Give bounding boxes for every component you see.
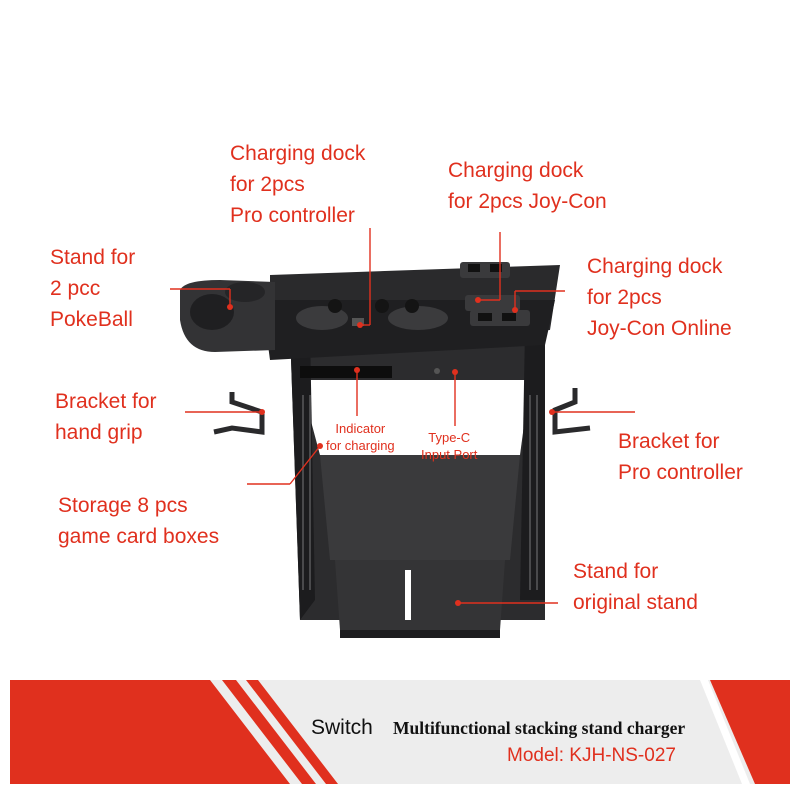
- charging-deck: [262, 262, 560, 378]
- callout-pokeball-stand: Stand for 2 pcc PokeBall: [50, 242, 135, 335]
- callout-line: Type-C: [428, 430, 471, 445]
- callout-line: Pro controller: [618, 461, 743, 484]
- callout-joycon-online-dock: Charging dock for 2pcs Joy-Con Online: [587, 251, 732, 344]
- callout-line: game card boxes: [58, 525, 220, 548]
- model-number: Model: KJH-NS-027: [507, 745, 676, 766]
- callout-line: for 2pcs: [230, 173, 305, 196]
- callout-line: PokeBall: [50, 308, 133, 331]
- callout-line: Indicator: [335, 421, 386, 436]
- callout-line: Stand for: [573, 560, 659, 583]
- callout-line: Pro controller: [230, 204, 355, 227]
- callout-line: Charging dock: [448, 159, 584, 182]
- callout-pro-dock: Charging dock for 2pcs Pro controller: [230, 138, 365, 231]
- callout-line: Bracket for: [55, 390, 157, 413]
- callout-line: Input Port: [421, 447, 478, 462]
- leader-dots: [227, 297, 555, 606]
- product-image: [170, 228, 635, 638]
- banner-stripes: [10, 680, 790, 784]
- callout-joycon-dock: Charging dock for 2pcs Joy-Con: [448, 155, 607, 217]
- callout-game-storage: Storage 8 pcs game card boxes: [58, 490, 219, 552]
- pokeball-tray: [180, 280, 275, 352]
- callout-line: 2 pcc: [50, 277, 101, 300]
- callout-line: Stand for: [50, 246, 136, 269]
- callout-line: Joy-Con Online: [587, 317, 732, 340]
- side-brackets: [213, 388, 591, 435]
- callout-line: Storage 8 pcs: [58, 494, 188, 517]
- callout-line: Charging dock: [230, 142, 366, 165]
- product-banner: Switch Multifunctional stacking stand ch…: [10, 680, 790, 784]
- callout-line: hand grip: [55, 421, 143, 444]
- callout-line: Charging dock: [587, 255, 723, 278]
- callout-typec-port: Type-C Input Port: [421, 429, 477, 463]
- callout-hand-grip-bracket: Bracket for hand grip: [55, 386, 157, 448]
- callout-line: for charging: [326, 438, 395, 453]
- callout-pro-bracket: Bracket for Pro controller: [618, 426, 743, 488]
- original-stand-tray: [335, 560, 505, 638]
- callout-line: for 2pcs Joy-Con: [448, 190, 607, 213]
- callout-indicator: Indicator for charging: [326, 420, 395, 454]
- callout-line: original stand: [573, 591, 698, 614]
- callout-original-stand: Stand for original stand: [573, 556, 698, 618]
- banner-subtitle: Multifunctional stacking stand charger: [393, 718, 686, 738]
- callout-line: for 2pcs: [587, 286, 662, 309]
- callout-line: Bracket for: [618, 430, 720, 453]
- banner-title: Switch: [311, 716, 373, 739]
